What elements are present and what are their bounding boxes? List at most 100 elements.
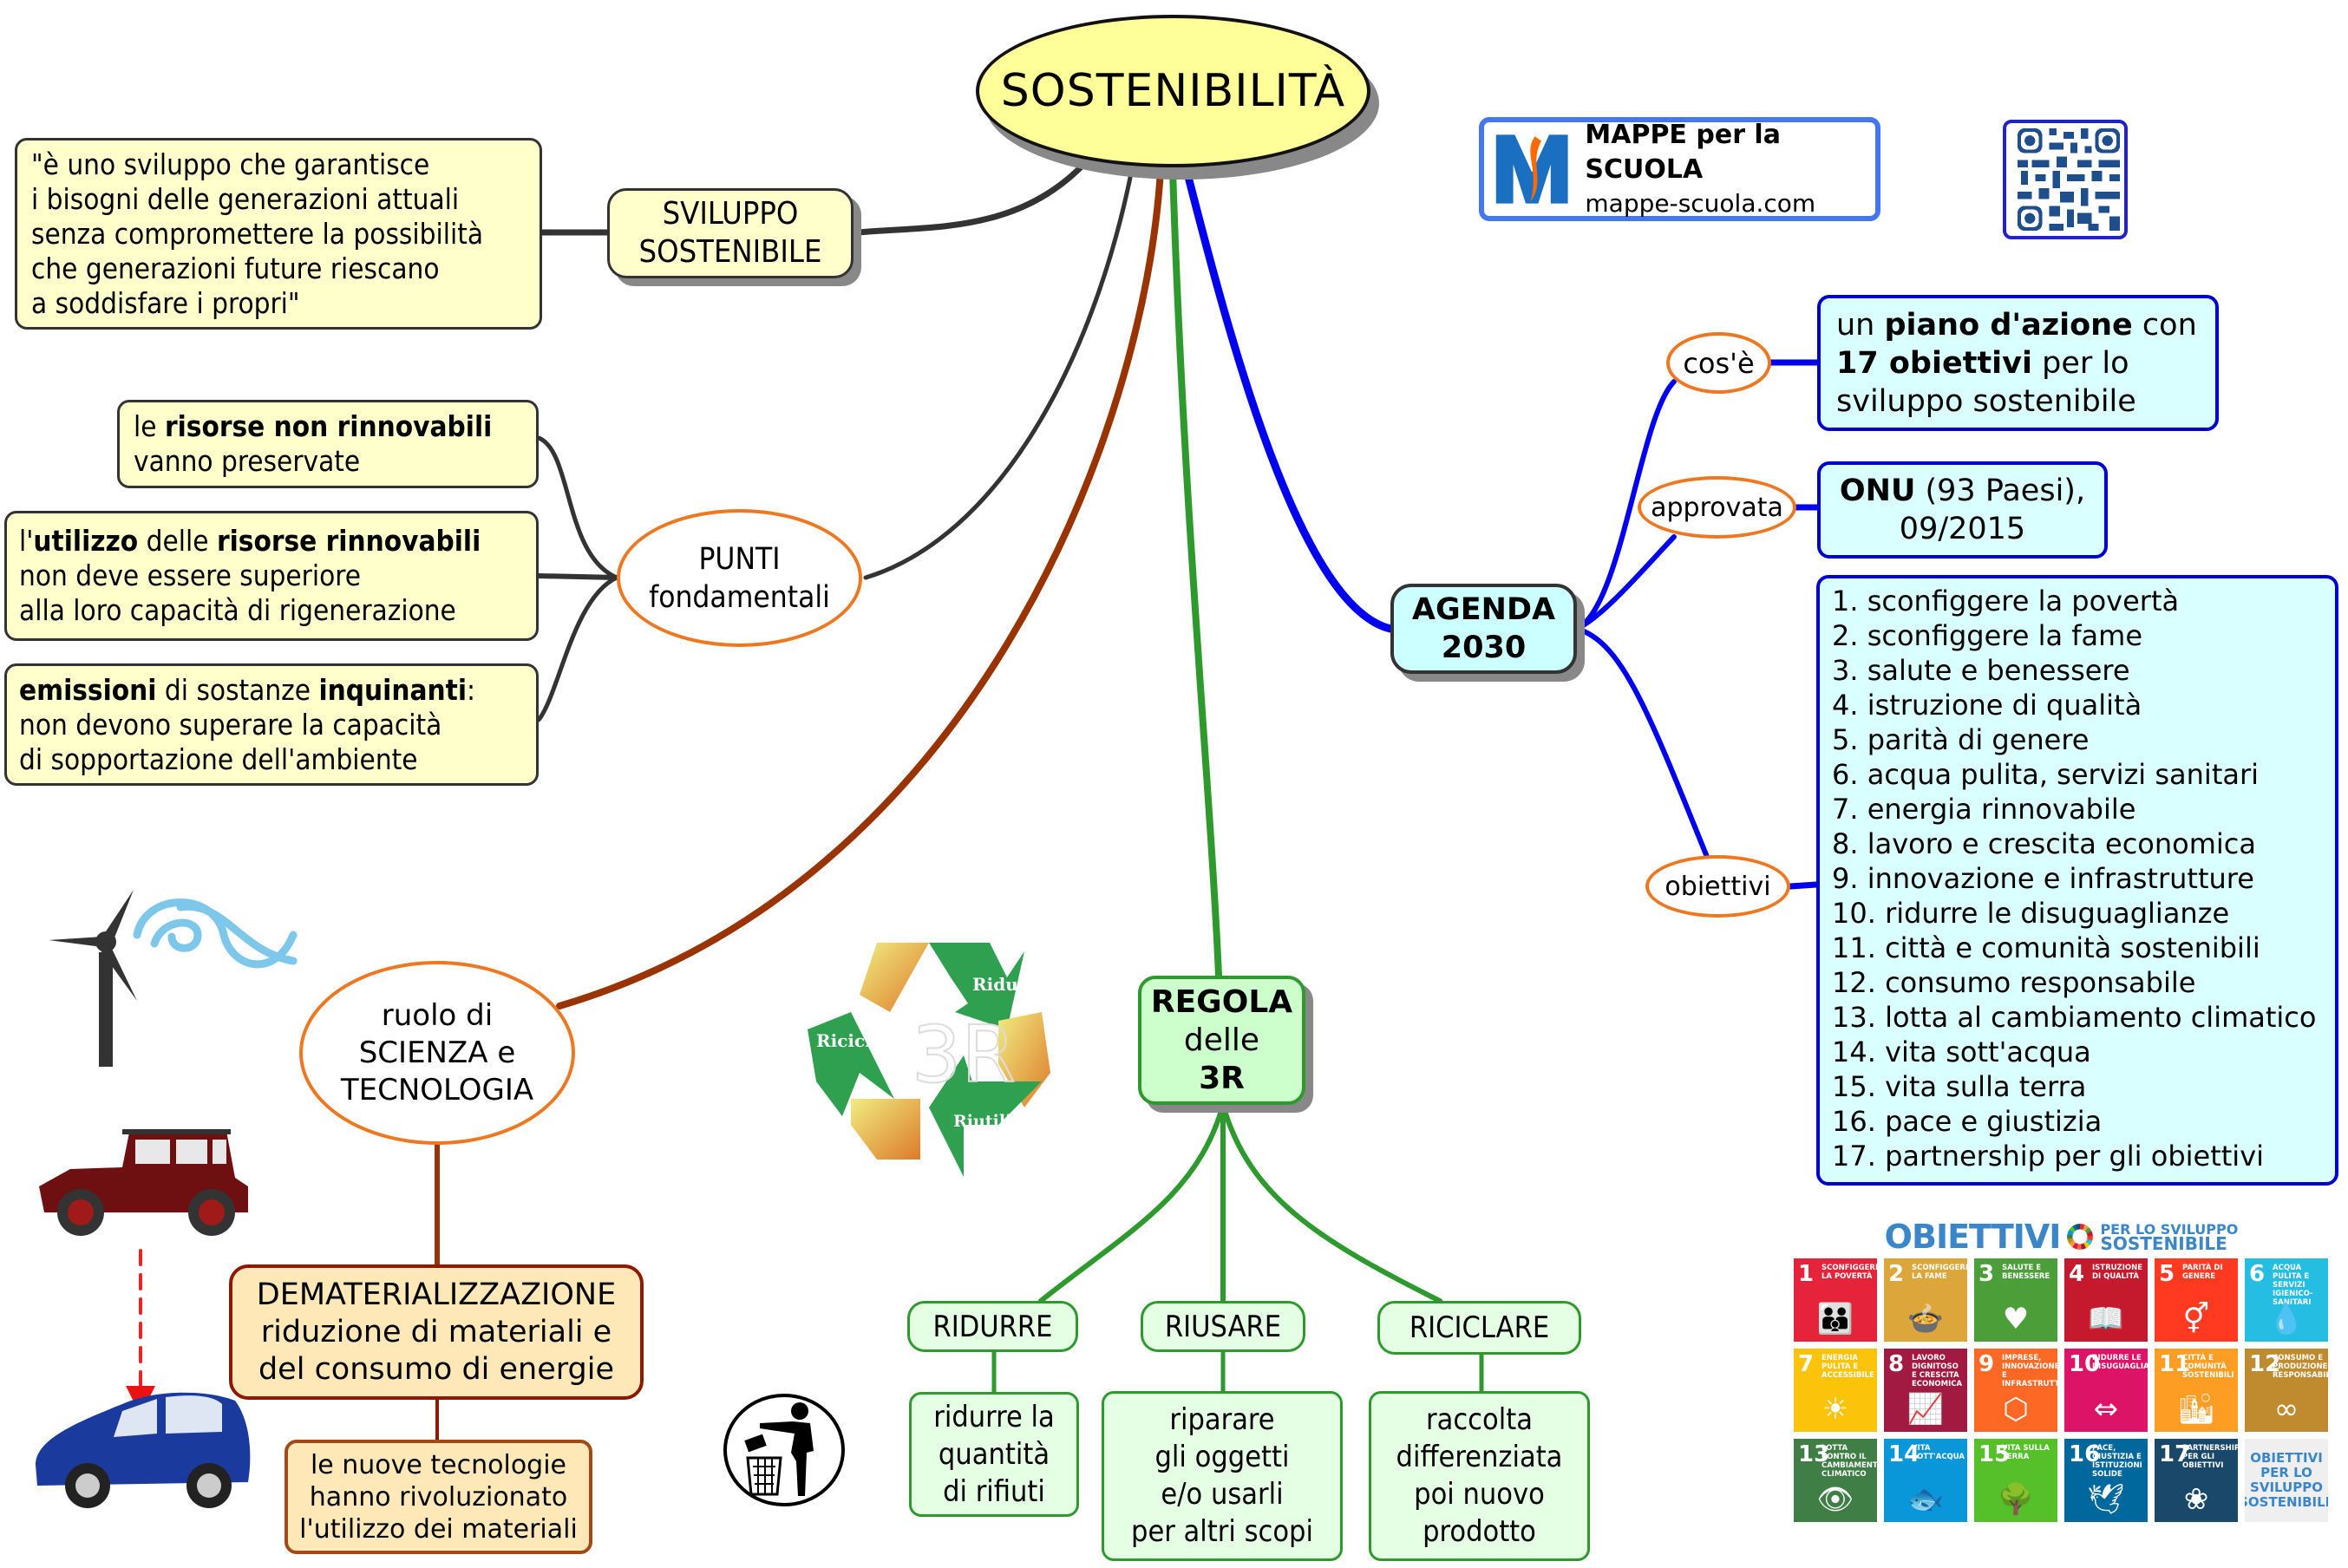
riciclare-description-box[interactable]: raccolta differenziata poi nuovo prodott… xyxy=(1369,1391,1590,1561)
scienza-label-line: TECNOLOGIA xyxy=(340,1072,534,1107)
text: per lo xyxy=(2032,345,2129,381)
punto-line: emissioni di sostanze inquinanti: xyxy=(19,673,524,708)
sdg-goal-16-icon: 🕊 xyxy=(2087,1482,2125,1517)
punto-emissioni-inquinanti[interactable]: emissioni di sostanze inquinanti: non de… xyxy=(4,663,539,786)
description-line: gli oggetti xyxy=(1154,1440,1290,1474)
scienza-tecnologia-node[interactable]: ruolo di SCIENZA e TECNOLOGIA xyxy=(299,961,575,1145)
sdg-goal-17-icon: ❀ xyxy=(2183,1482,2209,1517)
punti-fondamentali-node[interactable]: PUNTI fondamentali xyxy=(617,509,862,647)
approvata-label: approvata xyxy=(1651,492,1783,523)
piano-line: sviluppo sostenibile xyxy=(1836,383,2136,419)
sdg-tile-number: 13 xyxy=(1798,1441,1830,1467)
obiettivo-item: 1. sconfiggere la povertà xyxy=(1832,585,2180,617)
definition-line: senza compromettere la possibilità xyxy=(31,216,484,251)
ridurre-node[interactable]: RIDURRE xyxy=(907,1301,1078,1352)
onu-box[interactable]: ONU (93 Paesi), 09/2015 xyxy=(1817,461,2108,559)
punto-line: di sopportazione dell'ambiente xyxy=(19,742,418,776)
piano-line: 17 obiettivi per lo xyxy=(1836,344,2200,382)
nuove-tecnologie-box[interactable]: le nuove tecnologie hanno rivoluzionato … xyxy=(285,1440,592,1554)
sdg-color-wheel-icon xyxy=(2067,1224,2094,1250)
regola-label-delle: delle xyxy=(1183,1022,1260,1058)
text: (93 Paesi), xyxy=(1915,474,2086,508)
sdg-tiles-grid: 1Sconfiggere la povertà👪2Sconfiggere la … xyxy=(1794,1258,2332,1522)
sdg-goal-4-icon: 📖 xyxy=(2087,1302,2125,1336)
riciclare-node[interactable]: RICICLARE xyxy=(1377,1301,1581,1355)
punto-risorse-rinnovabili[interactable]: l'utilizzo delle risorse rinnovabili non… xyxy=(4,511,539,641)
sdg-goal-6-icon: 💧 xyxy=(2267,1302,2305,1336)
regola-label-3r: 3R xyxy=(1199,1060,1245,1096)
piano-line: un piano d'azione con xyxy=(1836,306,2200,344)
sdg-tile-label: Imprese, innovazione e infrastrutture xyxy=(2002,1354,2057,1388)
sviluppo-sostenibile-node[interactable]: SVILUPPO SOSTENIBILE xyxy=(607,188,854,278)
sdg-tile-number: 5 xyxy=(2159,1261,2175,1287)
sdg-tile-label: Lotta contro il cambiamento climatico xyxy=(1821,1444,1877,1479)
logo-text: MAPPE per la SCUOLA mappe-scuola.com xyxy=(1585,118,1875,220)
cose-node[interactable]: cos'è xyxy=(1666,332,1771,394)
logo-url[interactable]: mappe-scuola.com xyxy=(1585,189,1816,218)
approvata-node[interactable]: approvata xyxy=(1638,476,1796,539)
riusare-node[interactable]: RIUSARE xyxy=(1141,1301,1305,1352)
sdg-tile-number: 2 xyxy=(1888,1261,1905,1287)
piano-azione-box[interactable]: un piano d'azione con 17 obiettivi per l… xyxy=(1817,295,2219,431)
sdg-tile-1: 1Sconfiggere la povertà👪 xyxy=(1794,1258,1877,1342)
sdg-tile-17: 17Partnership per gli obiettivi❀ xyxy=(2155,1439,2238,1522)
sdg-tile-label: Ridurre le disuguaglianze xyxy=(2092,1354,2148,1371)
ridurre-description-box[interactable]: ridurre la quantità di rifiuti xyxy=(909,1392,1079,1517)
link-obiettivi-list xyxy=(1787,881,1820,890)
punto-risorse-non-rinnovabili[interactable]: le risorse non rinnovabili vanno preserv… xyxy=(117,400,539,488)
sdg-tile-number: 16 xyxy=(2069,1441,2101,1467)
dematerializzazione-box[interactable]: DEMATERIALIZZAZIONE riduzione di materia… xyxy=(229,1264,644,1400)
mappe-scuola-logo[interactable]: MAPPE per la SCUOLA mappe-scuola.com xyxy=(1479,117,1880,221)
text: delle xyxy=(138,524,217,558)
riusare-description-box[interactable]: riparare gli oggetti e/o usarli per altr… xyxy=(1102,1391,1343,1561)
sdg-tile-2: 2Sconfiggere la fame🍲 xyxy=(1884,1258,1967,1342)
definition-line: "è uno sviluppo che garantisce xyxy=(31,147,430,181)
qr-code[interactable] xyxy=(2003,120,2128,239)
sdg-tile-number: 1 xyxy=(1798,1261,1815,1287)
sdg-tile-number: 3 xyxy=(1978,1261,1995,1287)
definition-line: a soddisfare i propri" xyxy=(31,285,300,320)
regola-3r-node[interactable]: REGOLA delle 3R xyxy=(1138,976,1305,1105)
sdg-tile-13: 13Lotta contro il cambiamento climatico👁 xyxy=(1794,1439,1877,1522)
description-line: differenziata xyxy=(1396,1440,1563,1474)
description-line: riparare xyxy=(1169,1402,1275,1437)
sdg-logo-line: SOSTENIBILE xyxy=(2245,1494,2328,1510)
sdg-tile-label: Città e comunità sostenibili xyxy=(2182,1354,2234,1380)
agenda-2030-node[interactable]: AGENDA 2030 xyxy=(1390,584,1577,674)
obiettivo-item: 4. istruzione di qualità xyxy=(1832,689,2142,722)
obiettivo-item: 17. partnership per gli obiettivi xyxy=(1832,1140,2265,1173)
sdg-tile-label: Salute e benessere xyxy=(2002,1264,2050,1281)
punto-line: non deve essere superiore xyxy=(19,559,362,592)
link-agenda-cose xyxy=(1574,379,1677,631)
sviluppo-definition-box[interactable]: "è uno sviluppo che garantisce i bisogni… xyxy=(15,138,542,330)
obiettivi-node[interactable]: obiettivi xyxy=(1645,855,1790,918)
definition-line: che generazioni future riescano xyxy=(31,251,440,285)
obiettivi-list-box[interactable]: 1. sconfiggere la povertà 2. sconfiggere… xyxy=(1816,575,2338,1186)
onu-date: 09/2015 xyxy=(1899,512,2026,546)
riusare-label: RIUSARE xyxy=(1164,1309,1282,1344)
sdg-tile-label: Istruzione di qualità xyxy=(2092,1264,2143,1281)
punti-label-line: fondamentali xyxy=(649,579,830,615)
cose-label: cos'è xyxy=(1683,346,1755,380)
punto-line: vanno preservate xyxy=(134,444,361,478)
sdg-tile-4: 4Istruzione di qualità📖 xyxy=(2064,1258,2148,1342)
sdg-goal-15-icon: 🌳 xyxy=(1997,1482,2035,1517)
sdg-tile-14: 14Vita sott'acqua🐟 xyxy=(1884,1439,1967,1522)
regola-label-main: REGOLA xyxy=(1150,983,1293,1020)
central-topic-node[interactable]: SOSTENIBILITÀ xyxy=(976,15,1370,167)
description-line: per altri scopi xyxy=(1131,1514,1313,1549)
link-punti-risorse2 xyxy=(536,573,619,580)
link-central-regola xyxy=(1169,167,1222,979)
sdg-tile-10: 10Ridurre le disuguaglianze⇔ xyxy=(2064,1349,2148,1432)
sdg-tile-12: 12Consumo e produzione responsabili∞ xyxy=(2245,1349,2328,1432)
obiettivo-item: 2. sconfiggere la fame xyxy=(1832,619,2143,652)
sdg-poster-title: OBIETTIVI xyxy=(1884,1218,2062,1256)
sdg-poster-header: OBIETTIVI PER LO SVILUPPO SOSTENIBILE xyxy=(1790,1215,2332,1258)
central-topic-title: SOSTENIBILITÀ xyxy=(1000,65,1346,117)
vintage-car-icon xyxy=(39,1129,248,1236)
obiettivo-item: 8. lavoro e crescita economica xyxy=(1832,827,2256,860)
sdg-tile-number: 7 xyxy=(1798,1351,1815,1377)
sdg-goal-8-icon: 📈 xyxy=(1907,1392,1945,1427)
sdg-tile-label: Parità di genere xyxy=(2182,1264,2223,1281)
